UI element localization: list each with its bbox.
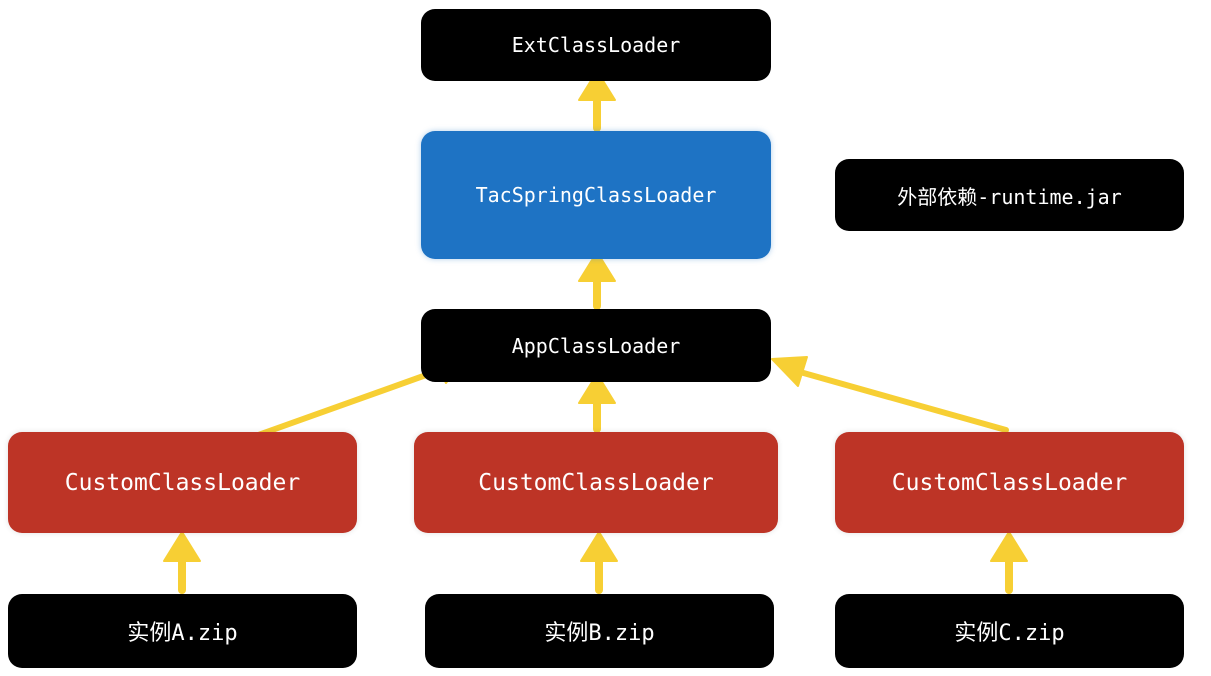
external-dependency-node: 外部依赖-runtime.jar (835, 159, 1184, 231)
custom-class-loader-label-1: CustomClassLoader (64, 469, 301, 496)
ext-class-loader-label: ExtClassLoader (511, 33, 681, 57)
zip-b-label: 实例B.zip (544, 621, 655, 646)
ext-class-loader-node: ExtClassLoader (421, 9, 771, 81)
tac-spring-class-loader-label: TacSpringClassLoader (475, 183, 717, 207)
custom-class-loader-node-3: CustomClassLoader (835, 432, 1184, 533)
app-class-loader-label: AppClassLoader (511, 333, 681, 358)
custom-class-loader-label-2: CustomClassLoader (478, 469, 714, 496)
custom-class-loader-node-1: CustomClassLoader (8, 432, 357, 533)
custom-class-loader-label-3: CustomClassLoader (891, 469, 1128, 496)
zip-a-node: 实例A.zip (8, 594, 357, 668)
arrow-custom2-to-app (578, 373, 616, 433)
zip-c-node: 实例C.zip (835, 594, 1184, 668)
arrow-zipb-to-custom2 (580, 531, 618, 594)
tac-spring-class-loader-node: TacSpringClassLoader (421, 131, 771, 259)
arrow-custom3-to-app (771, 356, 1009, 433)
arrow-zipa-to-custom1 (163, 531, 201, 594)
arrow-zipc-to-custom3 (990, 531, 1028, 594)
arrow-app-to-tac (578, 251, 616, 310)
external-dependency-label: 外部依赖-runtime.jar (897, 184, 1122, 209)
zip-c-label: 实例C.zip (954, 621, 1065, 646)
zip-a-label: 实例A.zip (127, 621, 238, 646)
app-class-loader-node: AppClassLoader (421, 309, 771, 382)
zip-b-node: 实例B.zip (425, 594, 774, 668)
custom-class-loader-node-2: CustomClassLoader (414, 432, 778, 533)
